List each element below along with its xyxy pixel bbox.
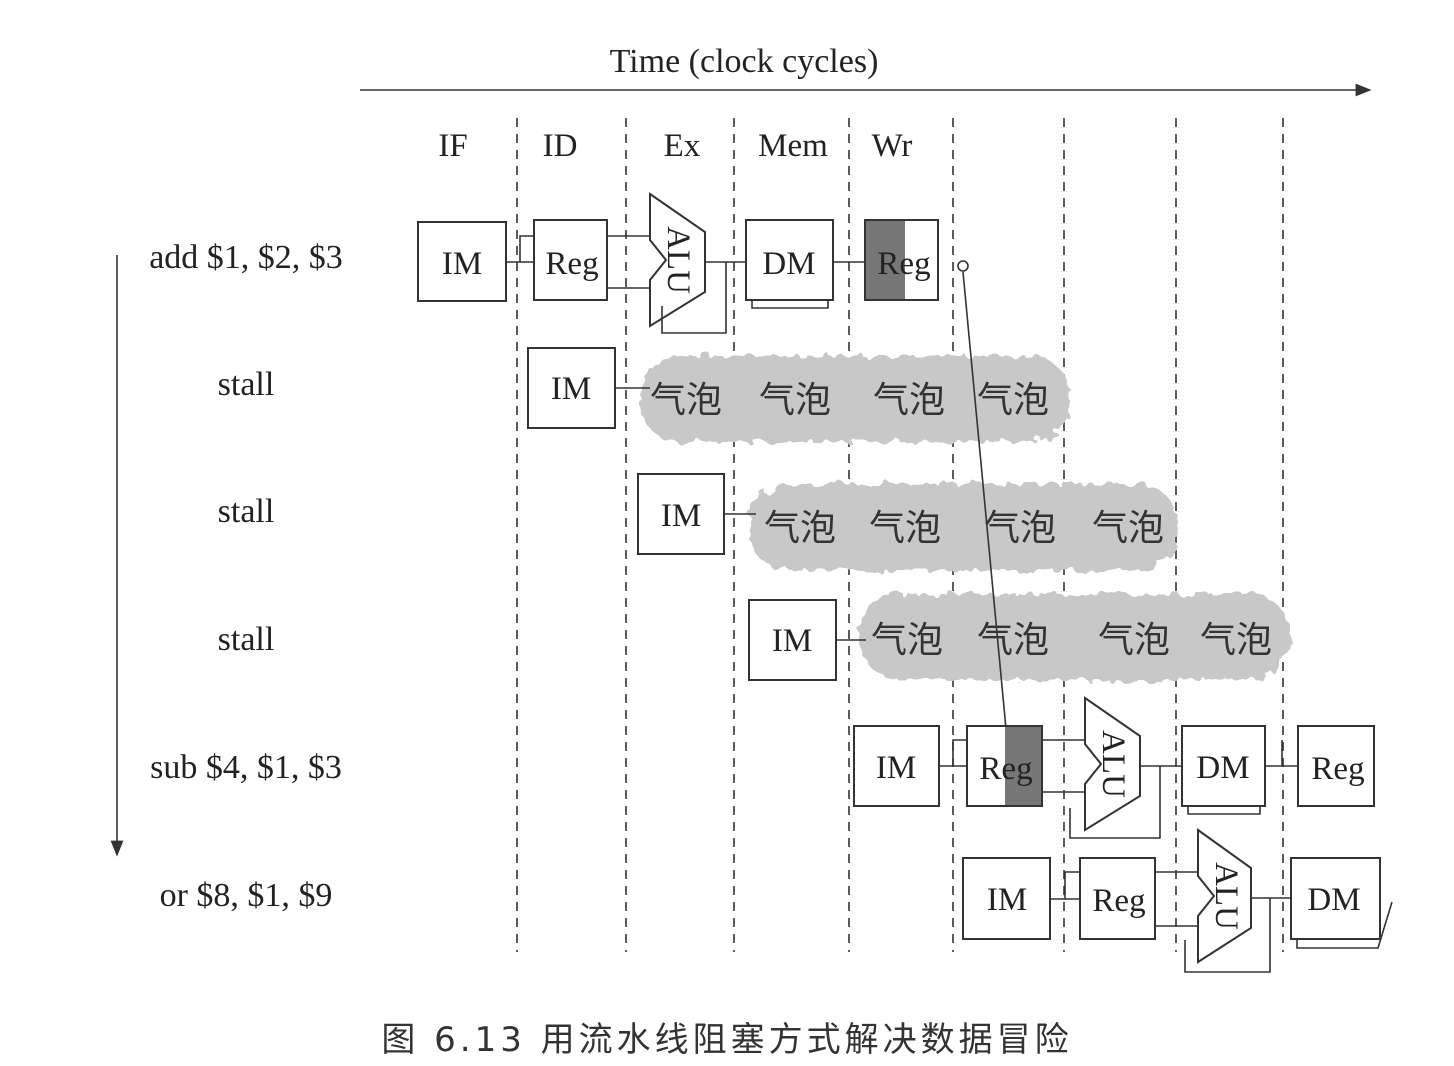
bubble-label: 气泡 <box>977 620 1049 661</box>
unit-label: DM <box>1307 882 1360 918</box>
alu-shape <box>649 192 706 328</box>
bubble-label: 气泡 <box>650 380 722 421</box>
unit-label: ALU <box>1095 730 1131 798</box>
time-axis-label: Time (clock cycles) <box>610 43 879 80</box>
unit-label: ALU <box>1208 862 1244 930</box>
register-file-box <box>1079 857 1156 940</box>
pipeline-row-stall-3: IM 气泡 气泡 气泡 气泡 <box>748 599 1272 681</box>
unit-label: Reg <box>877 246 930 282</box>
alu-shape <box>1197 828 1252 964</box>
pipeline-row-sub: IM Reg ALU DM Reg <box>853 696 1375 839</box>
unit-label: ALU <box>660 226 696 294</box>
instruction-memory-box <box>962 857 1051 940</box>
unit-label: Reg <box>1092 883 1145 919</box>
bubble-label: 气泡 <box>873 380 945 421</box>
unit-label: Reg <box>1311 751 1364 787</box>
bubble-cloud <box>860 594 1290 680</box>
bubble-label: 气泡 <box>984 508 1056 549</box>
bubble-label: 气泡 <box>1200 620 1272 661</box>
unit-label: Reg <box>979 751 1032 787</box>
register-file-box <box>533 219 608 301</box>
bubble-label: 气泡 <box>1092 508 1164 549</box>
unit-label: DM <box>1196 750 1249 786</box>
instruction-memory-box <box>748 599 837 681</box>
dependency-line <box>962 271 1009 751</box>
instruction-label: stall <box>218 366 275 403</box>
register-read-shade <box>1005 726 1042 806</box>
unit-label: IM <box>551 371 591 407</box>
forward-source-dot <box>957 260 969 272</box>
figure-caption: 图 6.13 用流水线阻塞方式解决数据冒险 <box>381 1020 1073 1060</box>
data-memory-box <box>745 219 834 301</box>
bubble-label: 气泡 <box>869 508 941 549</box>
instruction-label: or $8, $1, $9 <box>160 877 333 914</box>
instruction-memory-box <box>417 221 507 302</box>
bubble-cloud <box>748 484 1178 570</box>
bubble-label: 气泡 <box>759 380 831 421</box>
stage-header-if: IF <box>438 128 467 164</box>
stage-header-ex: Ex <box>664 128 701 164</box>
instruction-label: stall <box>218 621 275 658</box>
instruction-labels: add $1, $2, $3 stall stall stall sub $4,… <box>149 239 343 914</box>
unit-label: IM <box>442 246 482 282</box>
unit-label: DM <box>762 246 815 282</box>
bubble-cloud <box>640 356 1070 442</box>
instruction-label: add $1, $2, $3 <box>149 239 343 276</box>
instruction-memory-box <box>853 725 940 807</box>
bubble-label: 气泡 <box>871 620 943 661</box>
bubble-label: 气泡 <box>1098 620 1170 661</box>
bubble-clouds <box>640 356 1290 680</box>
unit-label: IM <box>987 882 1027 918</box>
stage-header-mem: Mem <box>758 128 828 164</box>
pipeline-row-stall-2: IM 气泡 气泡 气泡 气泡 <box>637 473 1164 555</box>
data-memory-box <box>1181 725 1266 807</box>
register-write-shade <box>865 220 905 300</box>
bubble-label: 气泡 <box>977 380 1049 421</box>
stage-header-wr: Wr <box>872 128 913 164</box>
alu-shape <box>1084 696 1141 832</box>
instruction-memory-box <box>637 473 725 555</box>
instruction-label: sub $4, $1, $3 <box>150 749 342 786</box>
data-memory-box <box>1290 857 1381 940</box>
instruction-label: stall <box>218 493 275 530</box>
unit-label: Reg <box>545 246 598 282</box>
register-file-box <box>1297 725 1375 807</box>
stage-headers: IF ID Ex Mem Wr <box>438 128 912 164</box>
pipeline-row-add: IM Reg ALU DM Reg <box>417 192 969 334</box>
stage-header-id: ID <box>543 128 578 164</box>
unit-label: IM <box>772 623 812 659</box>
unit-label: IM <box>661 498 701 534</box>
instruction-memory-box <box>527 347 616 429</box>
pipeline-row-or: IM Reg ALU DM <box>962 828 1393 973</box>
pipeline-row-stall-1: IM 气泡 气泡 气泡 气泡 <box>527 347 1049 429</box>
unit-label: IM <box>876 750 916 786</box>
pipeline-diagram: Time (clock cycles) IF ID Ex Mem Wr add … <box>110 43 1393 973</box>
bubble-label: 气泡 <box>764 508 836 549</box>
